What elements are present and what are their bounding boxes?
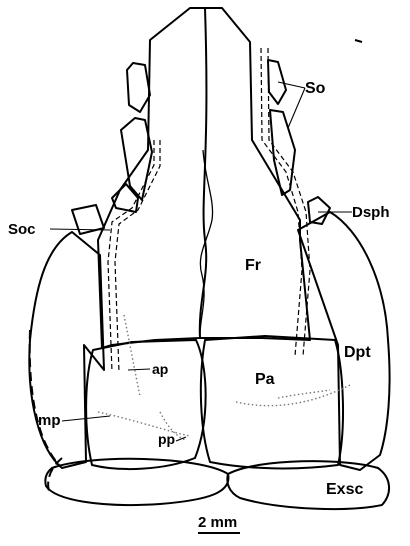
pit-line-right-short <box>278 390 330 398</box>
label-exsc: Exsc <box>326 481 363 498</box>
leader-so-1 <box>278 82 305 88</box>
parietal-right <box>201 336 343 468</box>
label-pa: Pa <box>255 371 275 388</box>
leader-so-2 <box>288 88 305 128</box>
extrascapular-left-lateral-margin <box>48 458 62 494</box>
supraorbital-left-2 <box>121 118 152 200</box>
label-pp: pp <box>158 431 175 447</box>
label-so: So <box>305 80 326 97</box>
label-mp: mp <box>38 412 61 429</box>
supraorbital-left-1 <box>127 63 150 112</box>
frontal-right <box>200 8 310 340</box>
label-ap: ap <box>152 361 168 377</box>
middle-pit-line <box>98 412 190 436</box>
label-dsph: Dsph <box>352 204 390 221</box>
label-fr: Fr <box>245 257 261 274</box>
label-dpt: Dpt <box>344 344 371 361</box>
scale-bar: 2 mm <box>198 514 240 533</box>
middle-pit-line-right <box>236 385 350 406</box>
frontal-left <box>98 8 206 348</box>
print-mark <box>355 40 362 42</box>
anterior-pit-line <box>124 315 140 396</box>
supraorbital-right-2 <box>270 110 295 195</box>
dermosphenotic-right <box>308 197 330 224</box>
supraorbital-canal-right-a <box>261 48 302 356</box>
label-soc: Soc <box>8 221 36 238</box>
supraorbital-canal-left-b <box>115 140 160 372</box>
scale-bar-label: 2 mm <box>198 514 237 531</box>
supraorbital-right-1 <box>268 60 286 104</box>
leader-ap <box>128 369 150 370</box>
dermopterotic-right <box>298 212 390 470</box>
